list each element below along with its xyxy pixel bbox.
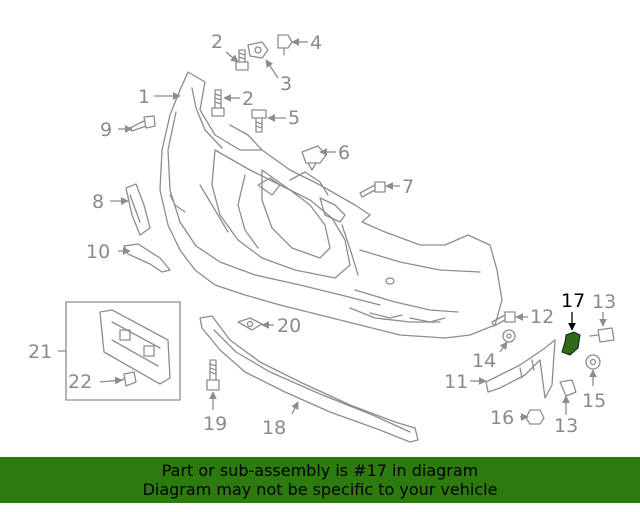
- callout-3: 3: [280, 73, 292, 95]
- pin-13-upper: [589, 327, 615, 343]
- callout-11: 11: [444, 371, 468, 393]
- bracket-11: [485, 339, 556, 399]
- callout-4: 4: [310, 32, 322, 54]
- clip-15: [585, 354, 601, 370]
- callout-9: 9: [100, 119, 112, 141]
- bracket-10: [123, 243, 171, 273]
- screw-9: [129, 115, 156, 132]
- bolt-12: [491, 311, 516, 327]
- callout-15: 15: [582, 390, 606, 412]
- leader-lines: [58, 38, 607, 421]
- valance-18: [199, 315, 419, 443]
- screw-22: [115, 371, 137, 387]
- license-plate-bracket-box: [65, 301, 181, 401]
- parts-diagram: 1 2 2 3 4 5 6 7 8 9 10 11 12 13 13 14 15…: [28, 31, 616, 443]
- callout-7: 7: [402, 176, 414, 198]
- nut-14: [502, 329, 516, 343]
- bumper-cover: [159, 71, 503, 339]
- clip-3: [247, 41, 269, 59]
- bracket-8: [125, 183, 151, 236]
- callout-18: 18: [262, 417, 286, 439]
- callout-2-upper: 2: [211, 31, 223, 53]
- push-pin-4: [277, 34, 293, 56]
- callout-16: 16: [490, 407, 514, 429]
- banner-line-1: Part or sub-assembly is #17 in diagram: [161, 461, 479, 480]
- nut-16: [525, 409, 545, 425]
- callout-13-lower: 13: [554, 415, 578, 437]
- bolt-5: [251, 109, 267, 133]
- nut-20: [237, 317, 263, 331]
- bolt-7: [359, 181, 386, 198]
- highlighted-part-17: [561, 331, 581, 356]
- callout-2-lower: 2: [242, 88, 254, 110]
- bolt-19: [206, 359, 220, 391]
- callout-8: 8: [92, 191, 104, 213]
- callout-20: 20: [277, 315, 301, 337]
- callout-13-upper: 13: [592, 291, 616, 313]
- banner-line-2: Diagram may not be specific to your vehi…: [142, 480, 498, 499]
- callout-21: 21: [28, 341, 52, 363]
- callout-10: 10: [86, 241, 110, 263]
- callout-19: 19: [203, 413, 227, 435]
- pin-13-lower: [559, 379, 577, 397]
- callout-22: 22: [68, 371, 92, 393]
- callout-14: 14: [472, 350, 496, 372]
- callout-labels: 1 2 2 3 4 5 6 7 8 9 10 11 12 13 13 14 15…: [28, 31, 616, 439]
- callout-12: 12: [530, 306, 554, 328]
- bolt-2-upper: [235, 49, 249, 71]
- callout-1: 1: [138, 86, 150, 108]
- callout-5: 5: [288, 107, 300, 129]
- retainer-6: [301, 145, 327, 171]
- bolt-2-lower: [211, 89, 225, 117]
- info-banner: Part or sub-assembly is #17 in diagram D…: [0, 457, 640, 503]
- callout-17: 17: [561, 290, 585, 312]
- callout-6: 6: [338, 142, 350, 164]
